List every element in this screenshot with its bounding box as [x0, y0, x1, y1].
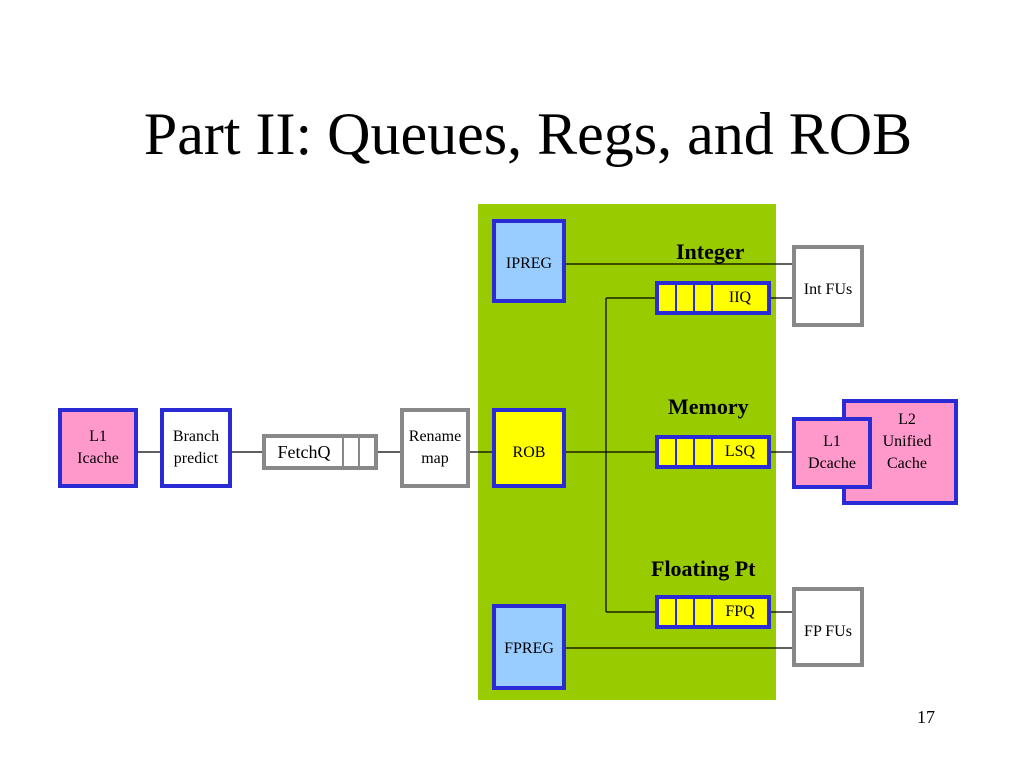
fpq-queue: FPQ — [655, 595, 771, 629]
branch-predict-line1: Branch — [172, 428, 220, 445]
l2-cache-line2: Unified — [882, 433, 932, 450]
queue-slot — [695, 285, 713, 311]
fpq-label: FPQ — [725, 603, 755, 620]
l1-icache-box: L1 Icache — [58, 408, 138, 488]
queue-slot — [695, 439, 713, 465]
rename-map-line2: map — [421, 450, 449, 467]
section-integer-label: Integer — [676, 239, 745, 264]
l1-dcache-box: L1 Dcache — [792, 417, 872, 489]
queue-slot — [677, 439, 695, 465]
queue-slot — [659, 439, 677, 465]
l1-dcache-line2: Dcache — [808, 455, 856, 472]
rob-label: ROB — [512, 444, 546, 461]
branch-predict-line2: predict — [173, 450, 219, 467]
ipreg-box: IPREG — [492, 219, 566, 303]
lsq-label: LSQ — [724, 443, 756, 460]
rename-map-line1: Rename — [408, 428, 462, 445]
fpreg-box: FPREG — [492, 604, 566, 690]
int-fus-box: Int FUs — [792, 245, 864, 327]
section-memory-label: Memory — [668, 394, 749, 419]
queue-slot — [677, 599, 695, 625]
rename-map-box: Rename map — [400, 408, 470, 488]
slide-title: Part II: Queues, Regs, and ROB — [143, 101, 913, 167]
l1-icache-line1: L1 — [89, 428, 107, 445]
queue-slot — [695, 599, 713, 625]
branch-predict-box: Branch predict — [160, 408, 232, 488]
fetchq-slot — [342, 438, 358, 466]
slide-number: 17 — [917, 707, 935, 727]
section-floating-label: Floating Pt — [651, 556, 756, 581]
l2-cache-line1: L2 — [898, 411, 916, 428]
fetchq-label: FetchQ — [277, 441, 331, 462]
iiq-queue: IIQ — [655, 281, 771, 315]
fetchq-box: FetchQ — [262, 434, 378, 470]
iiq-label: IIQ — [728, 289, 752, 306]
fp-fus-label: FP FUs — [804, 623, 852, 640]
int-fus-label: Int FUs — [803, 281, 853, 298]
fpreg-label: FPREG — [504, 640, 554, 657]
l2-cache-line3: Cache — [887, 455, 927, 472]
fp-fus-box: FP FUs — [792, 587, 864, 667]
queue-slot — [659, 599, 677, 625]
ipreg-label: IPREG — [505, 255, 553, 272]
lsq-queue: LSQ — [655, 435, 771, 469]
queue-slot — [659, 285, 677, 311]
l1-dcache-line1: L1 — [823, 433, 841, 450]
rob-box: ROB — [492, 408, 566, 488]
fetchq-slot — [358, 438, 374, 466]
l1-icache-line2: Icache — [77, 450, 119, 467]
queue-slot — [677, 285, 695, 311]
